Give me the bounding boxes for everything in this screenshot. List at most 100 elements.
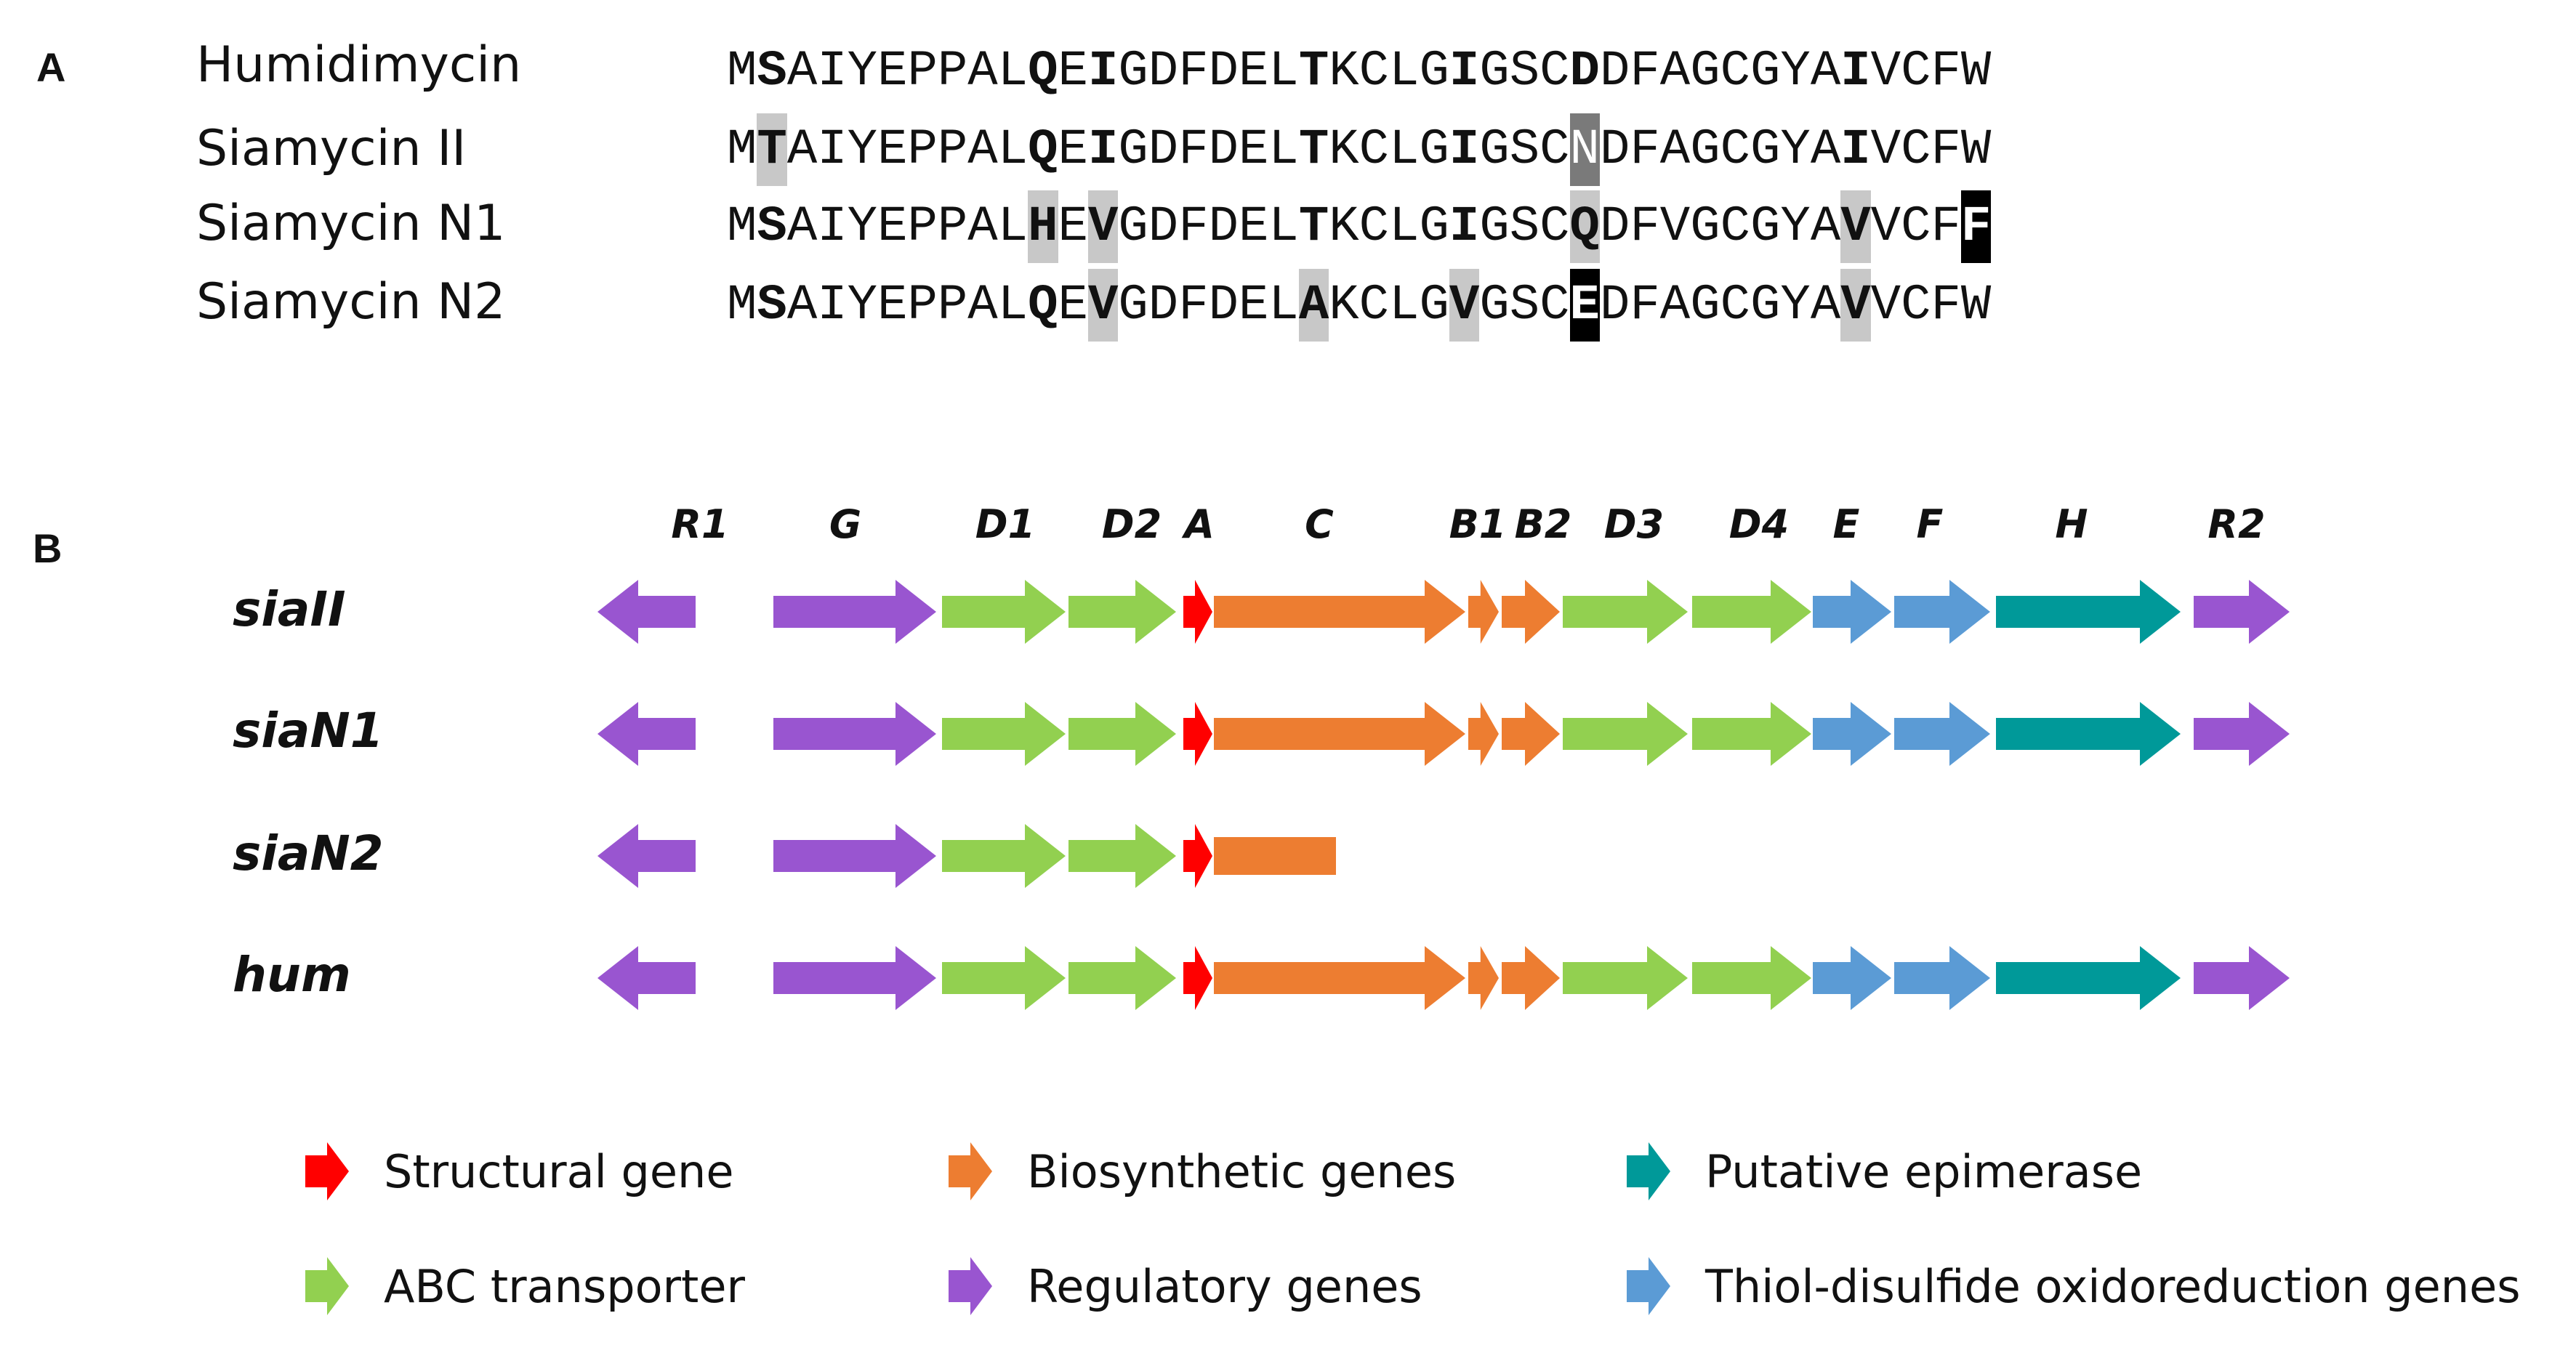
gene-arrow-sian2-r1	[597, 824, 696, 888]
gene-label-c: C	[1305, 501, 1334, 547]
gene-arrow-sian2-c-partial	[1214, 837, 1336, 875]
gene-arrow-hum-a	[1183, 946, 1212, 1010]
sequence-segment: GSC	[1479, 43, 1570, 100]
sequence-segment: E	[1058, 43, 1088, 100]
sequence-segment: I	[1840, 121, 1871, 178]
gene-label-r2: R2	[2207, 501, 2266, 547]
sequence-segment: T	[757, 113, 787, 186]
legend-structural-gene: Structural gene	[305, 1142, 734, 1200]
sequence-segment: T	[1298, 43, 1329, 100]
legend-thiol-disulfide: Thiol-disulfide oxidoreduction genes	[1627, 1257, 2521, 1315]
gene-label-r1: R1	[671, 501, 729, 547]
sequence-segment: AIYEPPAL	[786, 198, 1029, 255]
sequence-segment: VCFW	[1870, 43, 1992, 100]
sequence-segment: V	[1087, 190, 1119, 263]
gene-arrow-hum-c	[1214, 946, 1465, 1010]
gene-arrow-sian1-e	[1813, 702, 1891, 766]
sequence-segment: DFAGCGYA	[1599, 277, 1841, 334]
sequence-segment: VCFW	[1870, 277, 1992, 334]
sequence-segment: I	[1087, 121, 1119, 178]
sequence-segment: AIYEPPAL	[786, 121, 1029, 178]
gene-arrow-siaii-d4	[1692, 580, 1811, 644]
sequence-segment: E	[1058, 277, 1088, 334]
gene-label-b2: B2	[1514, 501, 1572, 547]
gene-arrow-sian1-d2	[1068, 702, 1176, 766]
sequence-segment: KCLG	[1329, 121, 1449, 178]
gene-arrow-hum-b2	[1502, 946, 1560, 1010]
sequence-segment: I	[1449, 43, 1480, 100]
gene-arrow-sian1-d3	[1563, 702, 1688, 766]
gene-arrow-sian1-d1	[942, 702, 1066, 766]
gene-label-g: G	[829, 501, 862, 547]
gene-arrow-hum-r1	[597, 946, 696, 1010]
gene-arrow-hum-d4	[1692, 946, 1811, 1010]
sequence-segment: I	[1449, 198, 1480, 255]
cluster-name-siaii: siaII	[233, 581, 346, 637]
sequence-siamycin-n2: MSAIYEPPALQEVGDFDELAKCLGVGSCEDFAGCGYAVVC…	[727, 269, 1991, 342]
sequence-segment: V	[1449, 269, 1480, 342]
gene-label-d3: D3	[1603, 501, 1665, 547]
sequence-segment: KCLG	[1329, 277, 1449, 334]
gene-arrow-sian1-c	[1214, 702, 1465, 766]
cluster-name-hum: hum	[233, 947, 351, 1003]
legend-arrow-icon-regulatory	[949, 1257, 992, 1315]
sequence-segment: AIYEPPAL	[786, 43, 1029, 100]
gene-label-e: E	[1832, 501, 1860, 547]
gene-arrow-sian1-b2	[1502, 702, 1560, 766]
sequence-segment: N	[1569, 113, 1600, 186]
sequence-segment: DFAGCGYA	[1599, 43, 1841, 100]
sequence-segment: T	[1298, 198, 1329, 255]
sequence-segment: GDFDEL	[1118, 277, 1299, 334]
sequence-segment: A	[1298, 269, 1329, 342]
sequence-segment: T	[1298, 121, 1329, 178]
legend-label-biosynthetic: Biosynthetic genes	[1027, 1144, 1457, 1198]
legend-arrow-icon-biosynthetic	[949, 1142, 992, 1200]
gene-arrow-siaii-b1	[1468, 580, 1499, 644]
sequence-segment: GSC	[1479, 277, 1570, 334]
gene-arrow-siaii-b2	[1502, 580, 1560, 644]
sequence-segment: Q	[1028, 43, 1058, 100]
sequence-segment: E	[1058, 198, 1088, 255]
legend-label-abc: ABC transporter	[384, 1259, 745, 1313]
gene-arrow-sian1-g	[773, 702, 936, 766]
gene-arrow-hum-h	[1996, 946, 2181, 1010]
gene-label-d2: D2	[1101, 501, 1162, 547]
sequence-siamycin-n1: MSAIYEPPALHEVGDFDELTKCLGIGSCQDFVGCGYAVVC…	[727, 190, 1992, 263]
sequence-segment: S	[757, 277, 787, 334]
gene-arrow-sian1-r1	[597, 702, 696, 766]
sequence-segment: D	[1569, 43, 1600, 100]
sequence-segment: V	[1840, 190, 1871, 263]
sequence-segment: V	[1087, 269, 1119, 342]
sequence-segment: I	[1449, 121, 1480, 178]
sequence-segment: M	[727, 43, 757, 100]
sequence-segment: Q	[1569, 190, 1600, 263]
legend-arrow-icon-epimerase	[1627, 1142, 1670, 1200]
sequence-name-siamycin-ii: Siamycin II	[196, 120, 467, 177]
sequence-segment: S	[757, 43, 787, 100]
gene-arrow-sian1-b1	[1468, 702, 1499, 766]
sequence-segment: KCLG	[1329, 43, 1449, 100]
sequence-segment: E	[1569, 269, 1600, 342]
sequence-segment: GDFDEL	[1118, 121, 1299, 178]
sequence-segment: VCFW	[1870, 121, 1992, 178]
gene-arrow-sian2-d1	[942, 824, 1066, 888]
sequence-segment: AIYEPPAL	[786, 277, 1029, 334]
sequence-siamycin-ii: MTAIYEPPALQEIGDFDELTKCLGIGSCNDFAGCGYAIVC…	[727, 113, 1991, 186]
gene-arrow-sian1-h	[1996, 702, 2181, 766]
sequence-segment: GDFDEL	[1118, 198, 1299, 255]
legend-arrow-icon-thiol	[1627, 1257, 1670, 1315]
gene-label-h: H	[2055, 501, 2088, 547]
gene-arrow-sian2-a	[1183, 824, 1212, 888]
gene-arrow-siaii-h	[1996, 580, 2181, 644]
gene-arrow-siaii-d1	[942, 580, 1066, 644]
sequence-segment: Q	[1028, 277, 1058, 334]
gene-arrow-siaii-g	[773, 580, 936, 644]
gene-arrow-siaii-c	[1214, 580, 1465, 644]
sequence-segment: E	[1058, 121, 1088, 178]
sequence-segment: Q	[1028, 121, 1058, 178]
gene-arrow-hum-f	[1894, 946, 1990, 1010]
gene-arrow-siaii-r2	[2194, 580, 2290, 644]
legend-label-structural: Structural gene	[384, 1144, 734, 1198]
sequence-segment: DFVGCGYA	[1599, 198, 1841, 255]
